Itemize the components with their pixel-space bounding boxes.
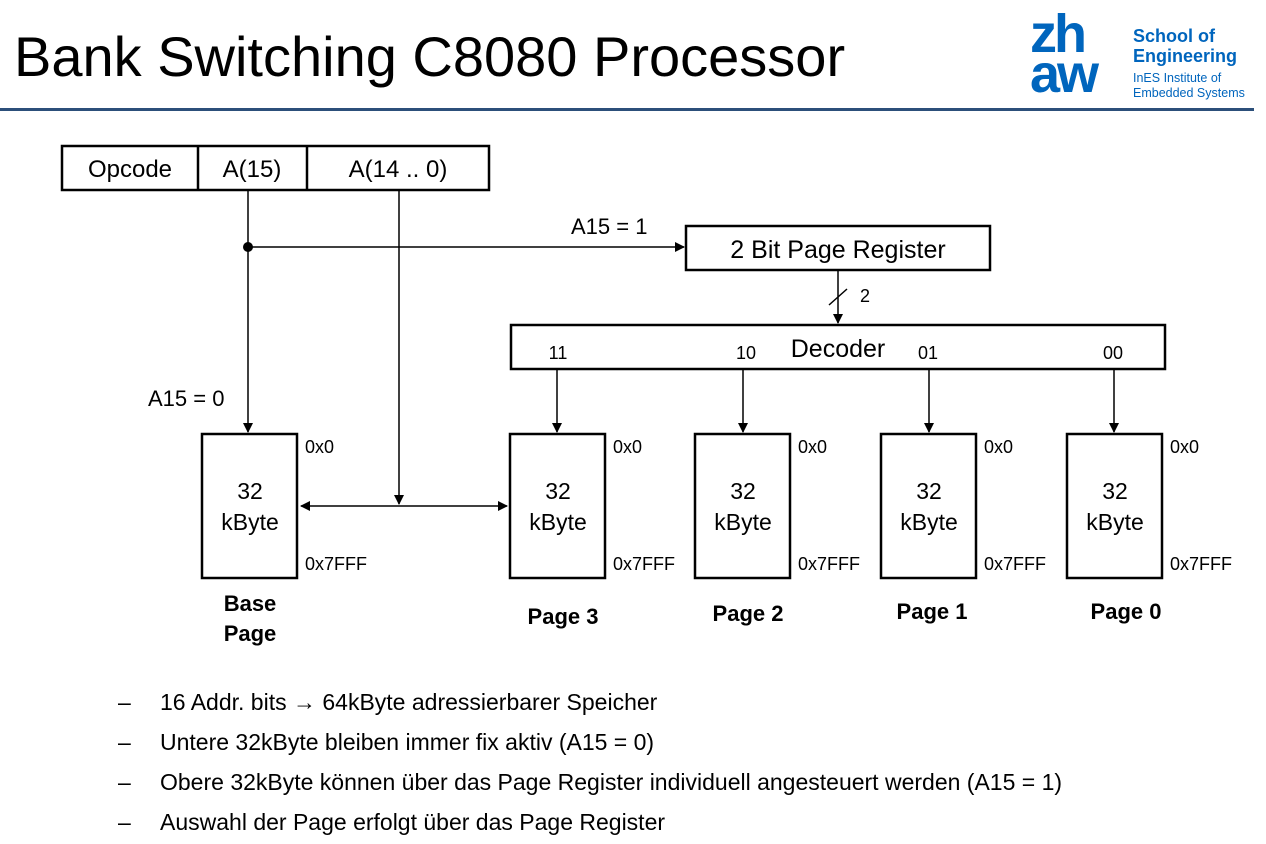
memory-end-address: 0x7FFF (305, 554, 367, 574)
page-title: Bank Switching C8080 Processor (14, 25, 846, 88)
memory-block (693, 432, 792, 580)
logo-mark-bottom: aw (1030, 44, 1099, 104)
bullet-dash: – (118, 689, 131, 715)
memory-start-address: 0x0 (1170, 437, 1199, 457)
bullet-dash: – (118, 769, 131, 795)
page-register-box (684, 224, 992, 272)
a15-zero-label: A15 = 0 (148, 386, 224, 411)
instruction-word: Opcode A(15) A(14 .. 0) (60, 144, 491, 192)
logo-institute-name: InES Institute of Embedded Systems (1133, 71, 1245, 101)
bullet-item: – Auswahl der Page erfolgt über das Page … (118, 802, 1062, 842)
memory-page-3: 32 kByte 0x0 0x7FFF Page 3 (508, 432, 675, 629)
memory-label: Page 1 (897, 599, 968, 624)
memory-block (200, 432, 299, 580)
memory-page-1: 32 kByte 0x0 0x7FFF Page 1 (879, 432, 1046, 624)
logo-institute-line1: InES Institute of (1133, 71, 1222, 85)
memory-block (1065, 432, 1164, 580)
memory-end-address: 0x7FFF (984, 554, 1046, 574)
opcode-field: Opcode (88, 156, 172, 183)
logo-school-name: School of Engineering (1133, 26, 1237, 66)
a14-0-field: A(14 .. 0) (349, 156, 448, 183)
memory-block (879, 432, 978, 580)
logo-school-line2: Engineering (1133, 46, 1238, 66)
memory-unit: kByte (221, 509, 279, 535)
memory-label-line2: Page (224, 621, 277, 646)
bus-width-label: 2 (860, 286, 870, 306)
bullet-item: – Untere 32kByte bleiben immer fix aktiv … (118, 722, 1062, 762)
logo-mark: zh aw (1030, 4, 1099, 104)
page-register-label: 2 Bit Page Register (730, 236, 945, 264)
bullet-item: – Obere 32kByte können über das Page Regi… (118, 762, 1062, 802)
decoder-box (509, 323, 1167, 371)
bullet-dash: – (118, 809, 131, 835)
bullet-list: – 16 Addr. bits → 64kByte adressierbarer … (118, 682, 1062, 842)
memory-block (508, 432, 607, 580)
memory-size: 32 (916, 478, 942, 504)
bullet-text: Obere 32kByte können über das Page Regis… (160, 769, 1063, 795)
memory-unit: kByte (1086, 509, 1144, 535)
bullet-text: Untere 32kByte bleiben immer fix aktiv (… (160, 729, 655, 755)
memory-start-address: 0x0 (613, 437, 642, 457)
memory-end-address: 0x7FFF (1170, 554, 1232, 574)
logo-institute-line2: Embedded Systems (1133, 86, 1245, 100)
memory-start-address: 0x0 (984, 437, 1013, 457)
memory-unit: kByte (529, 509, 587, 535)
bullet-text: Auswahl der Page erfolgt über das Page R… (160, 809, 666, 835)
memory-size: 32 (545, 478, 571, 504)
instruction-frame (60, 144, 491, 192)
decoder-output-10: 10 (736, 343, 756, 363)
bullet-item: – 16 Addr. bits → 64kByte adressierbarer … (118, 682, 1062, 722)
title-divider (0, 108, 1254, 111)
memory-label: Page 3 (528, 604, 599, 629)
memory-unit: kByte (714, 509, 772, 535)
logo-mark-top: zh (1030, 4, 1087, 64)
decoder-output-01: 01 (918, 343, 938, 363)
memory-base-page: 32 kByte 0x0 0x7FFF Base Page (200, 432, 367, 646)
bullet-text: 16 Addr. bits → 64kByte adressierbarer S… (160, 689, 658, 715)
memory-end-address: 0x7FFF (798, 554, 860, 574)
zhaw-logo: zh aw School of Engineering InES Institu… (1030, 4, 1260, 106)
memory-end-address: 0x7FFF (613, 554, 675, 574)
memory-unit: kByte (900, 509, 958, 535)
memory-start-address: 0x0 (798, 437, 827, 457)
memory-start-address: 0x0 (305, 437, 334, 457)
decoder-output-11: 11 (549, 343, 568, 363)
logo-school-line1: School of (1133, 26, 1215, 46)
memory-label: Base (224, 591, 277, 616)
memory-size: 32 (730, 478, 756, 504)
a15-one-label: A15 = 1 (571, 214, 647, 239)
memory-label: Page 2 (713, 601, 784, 626)
memory-label: Page 0 (1091, 599, 1162, 624)
decoder-label: Decoder (791, 335, 886, 363)
memory-size: 32 (237, 478, 263, 504)
bullet-dash: – (118, 729, 131, 755)
memory-page-2: 32 kByte 0x0 0x7FFF Page 2 (693, 432, 860, 626)
decoder-output-00: 00 (1103, 343, 1123, 363)
memory-size: 32 (1102, 478, 1128, 504)
memory-page-0: 32 kByte 0x0 0x7FFF Page 0 (1065, 432, 1232, 624)
bus-width-slash (828, 288, 848, 306)
a15-field: A(15) (223, 156, 282, 183)
